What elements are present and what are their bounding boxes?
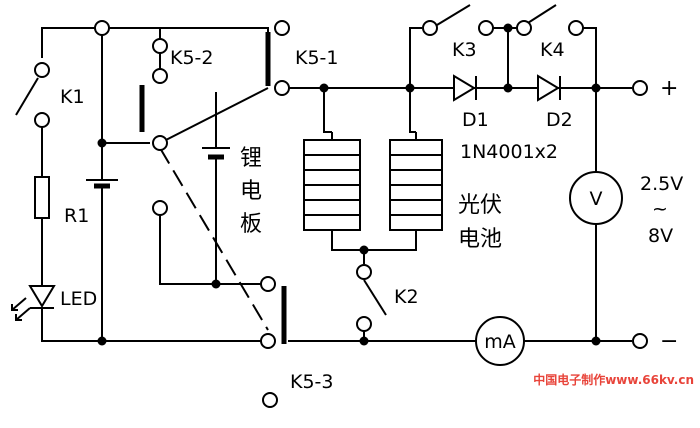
- terminal-k51-mid: [274, 80, 290, 96]
- terminal-k3-right: [478, 20, 494, 36]
- terminal-k2-bottom: [356, 316, 372, 332]
- label-d1: D1: [462, 109, 489, 131]
- label-plus: +: [660, 76, 678, 101]
- voltmeter: [569, 171, 623, 225]
- junction: [591, 336, 601, 346]
- lithium-battery-symbol: [202, 147, 230, 160]
- diode-d2: [537, 74, 561, 102]
- label-battery-1: 锂: [240, 146, 262, 171]
- diode-d1: [453, 74, 477, 102]
- wire-led-bottom: [41, 308, 266, 342]
- terminal-k1-bottom: [34, 112, 50, 128]
- label-voltmeter: V: [590, 188, 603, 210]
- terminal-k52-top: [94, 20, 110, 36]
- label-k51: K5-1: [295, 47, 339, 69]
- terminal-plus: [632, 80, 648, 96]
- labels: K1 K5-2 K5-1 K5-3 R1 LED K2 K3 K4 D1 D2 …: [60, 39, 683, 393]
- label-solar-1: 光伏: [458, 193, 502, 218]
- terminal-k1-top: [34, 62, 50, 78]
- terminal-k52-low: [152, 68, 168, 84]
- k1-switch-blade: [15, 77, 39, 116]
- label-range-high: 8V: [648, 225, 673, 247]
- label-d2: D2: [546, 109, 573, 131]
- junction: [359, 336, 369, 346]
- switches: [15, 4, 557, 331]
- terminal-k53-top: [260, 276, 276, 292]
- junction: [591, 83, 601, 93]
- battery-symbol: [86, 179, 118, 189]
- wire-k3-left: [409, 27, 422, 88]
- wire-solar1: [323, 88, 332, 133]
- junction: [319, 83, 329, 93]
- milliammeter: [475, 316, 525, 366]
- wires: [41, 27, 632, 342]
- label-battery-2: 电: [240, 179, 262, 204]
- wire-k4-right: [576, 27, 597, 88]
- junction: [97, 138, 107, 148]
- terminal-k3-left: [422, 20, 438, 36]
- label-solar-2: 电池: [458, 227, 502, 252]
- label-led: LED: [60, 288, 97, 310]
- label-k2: K2: [394, 286, 419, 308]
- junction: [97, 336, 107, 346]
- resistor-r1: [34, 176, 50, 219]
- label-k53: K5-3: [290, 371, 334, 393]
- label-k52: K5-2: [170, 47, 214, 69]
- terminals: [34, 20, 648, 408]
- label-r1: R1: [64, 205, 89, 227]
- terminal-k51-top: [274, 20, 290, 36]
- label-minus: −: [660, 329, 678, 354]
- k51-switch-blade: [159, 87, 269, 144]
- solar-panel-2: [389, 132, 443, 231]
- terminal-k5-common: [152, 135, 168, 151]
- terminal-k53-mid: [260, 333, 276, 349]
- label-range-low: 2.5V: [640, 173, 683, 195]
- label-k1: K1: [60, 86, 85, 108]
- label-ammeter: mA: [484, 331, 516, 353]
- contact-bars: [139, 32, 287, 344]
- k2-switch-blade: [363, 279, 387, 316]
- led-symbol: [11, 285, 56, 321]
- terminal-k5-lower: [152, 200, 168, 216]
- junction: [503, 23, 513, 33]
- label-k3: K3: [452, 39, 477, 61]
- wire-lower-terminal: [159, 215, 266, 285]
- terminal-k2-top: [356, 264, 372, 280]
- terminal-k53-bottom: [262, 392, 278, 408]
- junctions: [97, 23, 601, 346]
- terminal-minus: [632, 333, 648, 349]
- solar-panel-1: [303, 132, 361, 231]
- terminal-k52-mid: [152, 38, 168, 54]
- label-diode-part: 1N4001x2: [460, 141, 558, 163]
- wire-solar2: [409, 88, 416, 133]
- terminal-k4-right: [568, 20, 584, 36]
- junction: [503, 83, 513, 93]
- junction: [359, 245, 369, 255]
- k3-switch-blade: [431, 4, 471, 29]
- junction: [211, 279, 221, 289]
- label-battery-3: 板: [240, 212, 262, 237]
- terminal-k4-left: [516, 20, 532, 36]
- wire-solar-join: [331, 230, 417, 251]
- label-k4: K4: [540, 39, 565, 61]
- watermark: 中国电子制作www.66kv.cn: [533, 372, 694, 387]
- label-range-sep: ~: [652, 198, 668, 220]
- k53-dashed-link: [159, 147, 269, 331]
- junction: [405, 83, 415, 93]
